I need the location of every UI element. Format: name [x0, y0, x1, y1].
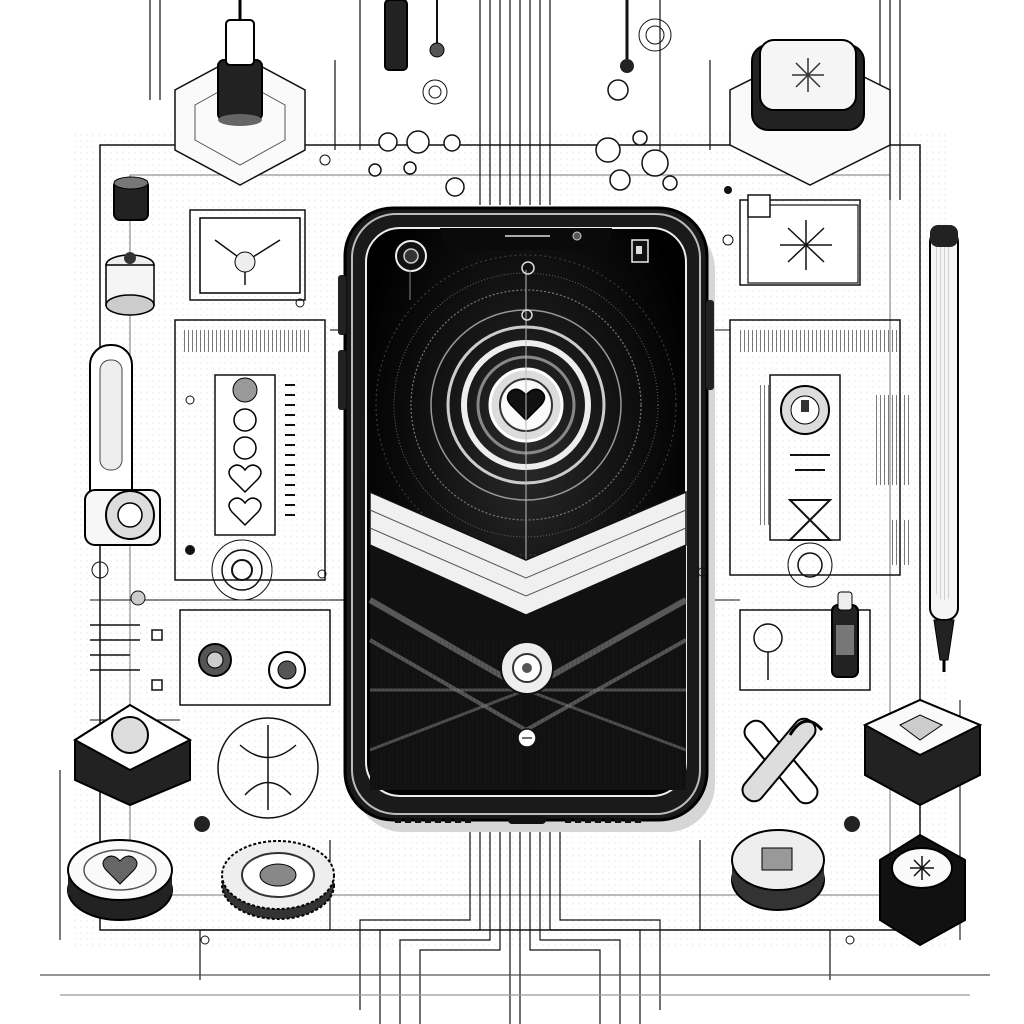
dial-icon [198, 643, 306, 689]
flashlight-icon[interactable] [631, 239, 649, 263]
hatch-block [875, 395, 910, 485]
power-plug-icon [780, 385, 830, 435]
left-label-lines [90, 624, 163, 691]
tweezer-icon [607, 0, 672, 101]
cube-chip-icon [862, 698, 983, 807]
notch [440, 228, 612, 250]
charging-port [508, 816, 546, 824]
hatch-strip-2 [890, 520, 912, 565]
crossed-connectors-icon [741, 717, 824, 805]
pcb-module-icon [199, 217, 301, 294]
bottom-traces [40, 830, 990, 1024]
power-button[interactable] [706, 300, 714, 390]
push-button-icon [73, 703, 193, 807]
probe-icon [384, 0, 448, 105]
heart-coin-icon [67, 839, 173, 921]
pen-probe-icon [929, 225, 959, 672]
vial-icon [174, 0, 306, 186]
heart-chip-icon [214, 374, 295, 536]
smartphone[interactable] [338, 206, 715, 832]
volume-button-2[interactable] [338, 350, 346, 410]
hatch-strip [760, 385, 772, 525]
nerve-icon [217, 717, 319, 819]
flower-chip-icon [879, 833, 966, 947]
led-icon [113, 176, 149, 221]
bottom-grille [395, 816, 641, 824]
plug-outline-icon [753, 623, 783, 680]
snowflake-icon [747, 194, 859, 284]
solder-points [91, 154, 860, 945]
camera-lens-icon[interactable] [395, 240, 427, 272]
square-coin-icon [731, 829, 825, 911]
gear-coin-icon [221, 840, 335, 920]
target-icon-right [787, 542, 833, 588]
center-node-icon[interactable] [500, 641, 554, 695]
chip-cluster-icon [368, 130, 678, 197]
barcode-strip-right [738, 330, 898, 352]
phone-screen[interactable] [365, 227, 688, 797]
volume-button[interactable] [338, 275, 346, 335]
barcode-strip-left [182, 330, 312, 352]
front-camera-icon [572, 231, 582, 241]
fuse-icon [105, 252, 155, 316]
capacitor-icon [831, 591, 859, 678]
snowflake-chip-icon [729, 39, 891, 186]
knob-icon [84, 344, 161, 546]
target-icon [211, 539, 273, 601]
top-traces [149, 0, 901, 205]
